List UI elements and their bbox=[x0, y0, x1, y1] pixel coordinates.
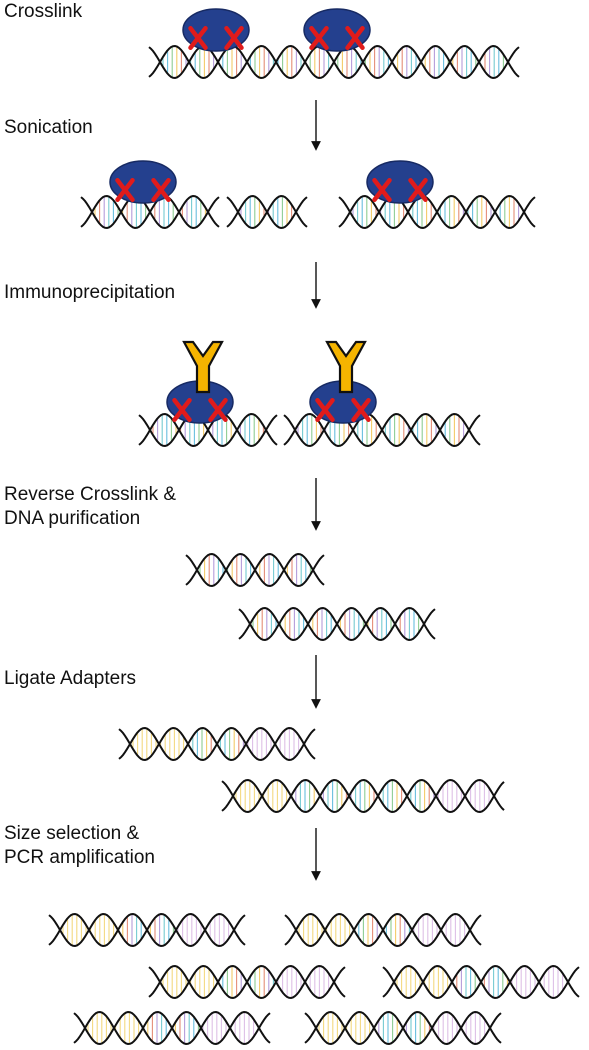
crosslink-mark bbox=[188, 26, 208, 50]
dna-strand bbox=[221, 778, 505, 814]
step-label-immunoprecipitation: Immunoprecipitation bbox=[4, 281, 175, 305]
antibody bbox=[182, 340, 224, 394]
crosslink-mark bbox=[115, 178, 135, 202]
antibody-shape bbox=[325, 340, 367, 394]
dna-strand bbox=[80, 194, 220, 230]
dna-strand bbox=[226, 194, 308, 230]
step-label-line: Sonication bbox=[4, 117, 93, 138]
crosslink-mark bbox=[151, 178, 171, 202]
dna-layer bbox=[48, 44, 580, 1046]
step-label-sonication: Sonication bbox=[4, 116, 93, 140]
dna-helix bbox=[238, 606, 436, 642]
dna-helix bbox=[118, 726, 316, 762]
step-label-reverse-crosslink: Reverse Crosslink & DNA purification bbox=[4, 483, 176, 531]
dna-helix bbox=[338, 194, 536, 230]
dna-strand bbox=[283, 412, 481, 448]
dna-strand bbox=[382, 964, 580, 1000]
crosslink-mark bbox=[309, 26, 329, 50]
dna-helix bbox=[382, 964, 580, 1000]
dna-strand bbox=[48, 912, 246, 948]
dna-strand bbox=[138, 412, 278, 448]
step-label-line-2: PCR amplification bbox=[4, 847, 155, 868]
crosslink-mark bbox=[224, 26, 244, 50]
step-label-crosslink: Crosslink bbox=[4, 0, 82, 24]
step-label-line: Crosslink bbox=[4, 1, 83, 22]
protein-layer bbox=[109, 8, 434, 424]
antibody bbox=[325, 340, 367, 394]
step-label-line-2: DNA purification bbox=[4, 508, 141, 529]
dna-helix bbox=[185, 552, 325, 588]
dna-strand bbox=[73, 1010, 271, 1046]
protein-complex bbox=[303, 8, 371, 52]
dna-strand bbox=[185, 552, 325, 588]
crosslink-mark bbox=[351, 398, 371, 422]
protein-complex bbox=[109, 160, 177, 204]
protein-complex bbox=[366, 160, 434, 204]
crosslink-mark bbox=[408, 178, 428, 202]
dna-strand bbox=[238, 606, 436, 642]
step-label-line: Ligate Adapters bbox=[4, 668, 137, 689]
dna-strand bbox=[148, 964, 346, 1000]
dna-helix bbox=[304, 1010, 502, 1046]
dna-helix bbox=[138, 412, 278, 448]
step-label-ligate-adapters: Ligate Adapters bbox=[4, 667, 136, 691]
crosslink-mark bbox=[208, 398, 228, 422]
protein-complex bbox=[182, 8, 250, 52]
dna-strand bbox=[284, 912, 482, 948]
crosslink-mark bbox=[372, 178, 392, 202]
dna-helix bbox=[284, 912, 482, 948]
dna-helix bbox=[283, 412, 481, 448]
dna-helix bbox=[48, 912, 246, 948]
crosslink-mark bbox=[345, 26, 365, 50]
dna-helix bbox=[226, 194, 308, 230]
dna-strand bbox=[118, 726, 316, 762]
dna-strand bbox=[338, 194, 536, 230]
step-label-line: Reverse Crosslink & bbox=[4, 484, 177, 505]
crosslink-mark bbox=[315, 398, 335, 422]
step-label-size-selection: Size selection & PCR amplification bbox=[4, 822, 155, 870]
dna-helix bbox=[221, 778, 505, 814]
antibody-shape bbox=[182, 340, 224, 394]
step-label-line: Immunoprecipitation bbox=[4, 282, 176, 303]
step-label-line: Size selection & bbox=[4, 823, 140, 844]
dna-helix bbox=[80, 194, 220, 230]
dna-helix bbox=[148, 964, 346, 1000]
dna-strand bbox=[221, 778, 505, 814]
dna-strand bbox=[304, 1010, 502, 1046]
dna-helix bbox=[73, 1010, 271, 1046]
crosslink-mark bbox=[172, 398, 192, 422]
